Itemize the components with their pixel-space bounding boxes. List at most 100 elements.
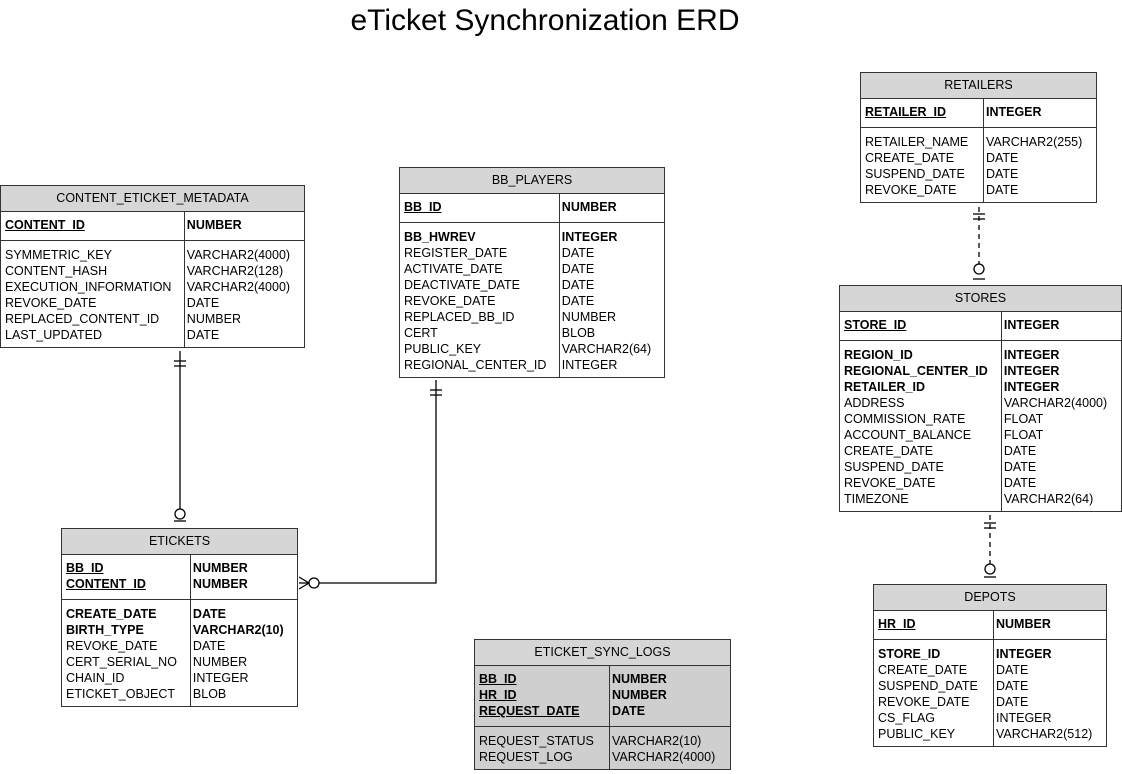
attribute-type: VARCHAR2(4000) (186, 280, 291, 294)
attribute-type: DATE (1003, 460, 1037, 474)
attribute-name: BB_HWREV (404, 230, 476, 244)
attribute-name: REGION_ID (844, 348, 913, 362)
column-divider (609, 727, 610, 769)
attribute-row: DEACTIVATE_DATE DATE (400, 277, 664, 293)
attribute-name: SUSPEND_DATE (844, 460, 944, 474)
attribute-row: REPLACED_CONTENT_ID NUMBER (1, 311, 304, 327)
attribute-name: DEACTIVATE_DATE (404, 278, 520, 292)
primary-key-type: NUMBER (611, 688, 667, 702)
attribute-name: CS_FLAG (878, 711, 935, 725)
attribute-name: REVOKE_DATE (404, 294, 496, 308)
column-divider (184, 241, 185, 347)
primary-key-name: BB_ID (404, 200, 442, 214)
attribute-type: NUMBER (192, 655, 248, 669)
column-divider (993, 640, 994, 746)
column-divider (993, 611, 994, 639)
attribute-name: REQUEST_STATUS (479, 734, 594, 748)
attribute-row: BB_HWREV INTEGER (400, 229, 664, 245)
relationship-players-to-etickets (298, 380, 442, 590)
attribute-type: DATE (995, 695, 1029, 709)
entity-title: ETICKETS (62, 529, 297, 555)
attribute-name: CHAIN_ID (66, 671, 125, 685)
attribute-type: VARCHAR2(4000) (1003, 396, 1108, 410)
primary-key-row: BB_ID NUMBER (400, 199, 664, 215)
attribute-type: DATE (561, 246, 595, 260)
attribute-type: VARCHAR2(512) (995, 727, 1093, 741)
attribute-name: TIMEZONE (844, 492, 909, 506)
primary-key-name: REQUEST_DATE (479, 704, 580, 718)
attribute-name: REVOKE_DATE (66, 639, 158, 653)
attribute-type: DATE (561, 262, 595, 276)
attribute-type: VARCHAR2(128) (186, 264, 284, 278)
attribute-name: REQUEST_LOG (479, 750, 573, 764)
primary-key-row: HR_ID NUMBER (475, 687, 730, 703)
attribute-name: REPLACED_CONTENT_ID (5, 312, 160, 326)
column-divider (190, 555, 191, 599)
entity-title: ETICKET_SYNC_LOGS (475, 640, 730, 666)
relationship-metadata-to-etickets (174, 351, 186, 522)
attribute-name: PUBLIC_KEY (878, 727, 956, 741)
attribute-type: NUMBER (561, 310, 616, 324)
attribute-name: REGIONAL_CENTER_ID (844, 364, 988, 378)
attribute-row: EXECUTION_INFORMATION VARCHAR2(4000) (1, 279, 304, 295)
column-divider (184, 212, 185, 240)
attribute-name: CREATE_DATE (865, 151, 955, 165)
primary-key-type: NUMBER (186, 218, 242, 232)
primary-key-type: NUMBER (561, 200, 617, 214)
attribute-name: EXECUTION_INFORMATION (5, 280, 172, 294)
diagram-title: eTicket Synchronization ERD (350, 4, 740, 37)
primary-key-name: HR_ID (479, 688, 517, 702)
attribute-type: BLOB (192, 687, 227, 701)
attribute-type: NUMBER (186, 312, 241, 326)
column-divider (983, 99, 984, 127)
primary-key-type: NUMBER (192, 561, 248, 575)
column-divider (609, 666, 610, 726)
attribute-type: DATE (561, 278, 595, 292)
attribute-name: SUSPEND_DATE (865, 167, 965, 181)
attribute-name: SYMMETRIC_KEY (5, 248, 112, 262)
column-divider (190, 600, 191, 706)
attribute-row: PUBLIC_KEY VARCHAR2(512) (874, 726, 1106, 742)
attribute-type: DATE (1003, 476, 1037, 490)
attribute-row: SUSPEND_DATE DATE (840, 459, 1121, 475)
entity-title: CONTENT_ETICKET_METADATA (1, 186, 304, 212)
attribute-type: INTEGER (561, 230, 618, 244)
attribute-name: RETAILER_ID (844, 380, 926, 394)
attribute-type: DATE (985, 167, 1019, 181)
